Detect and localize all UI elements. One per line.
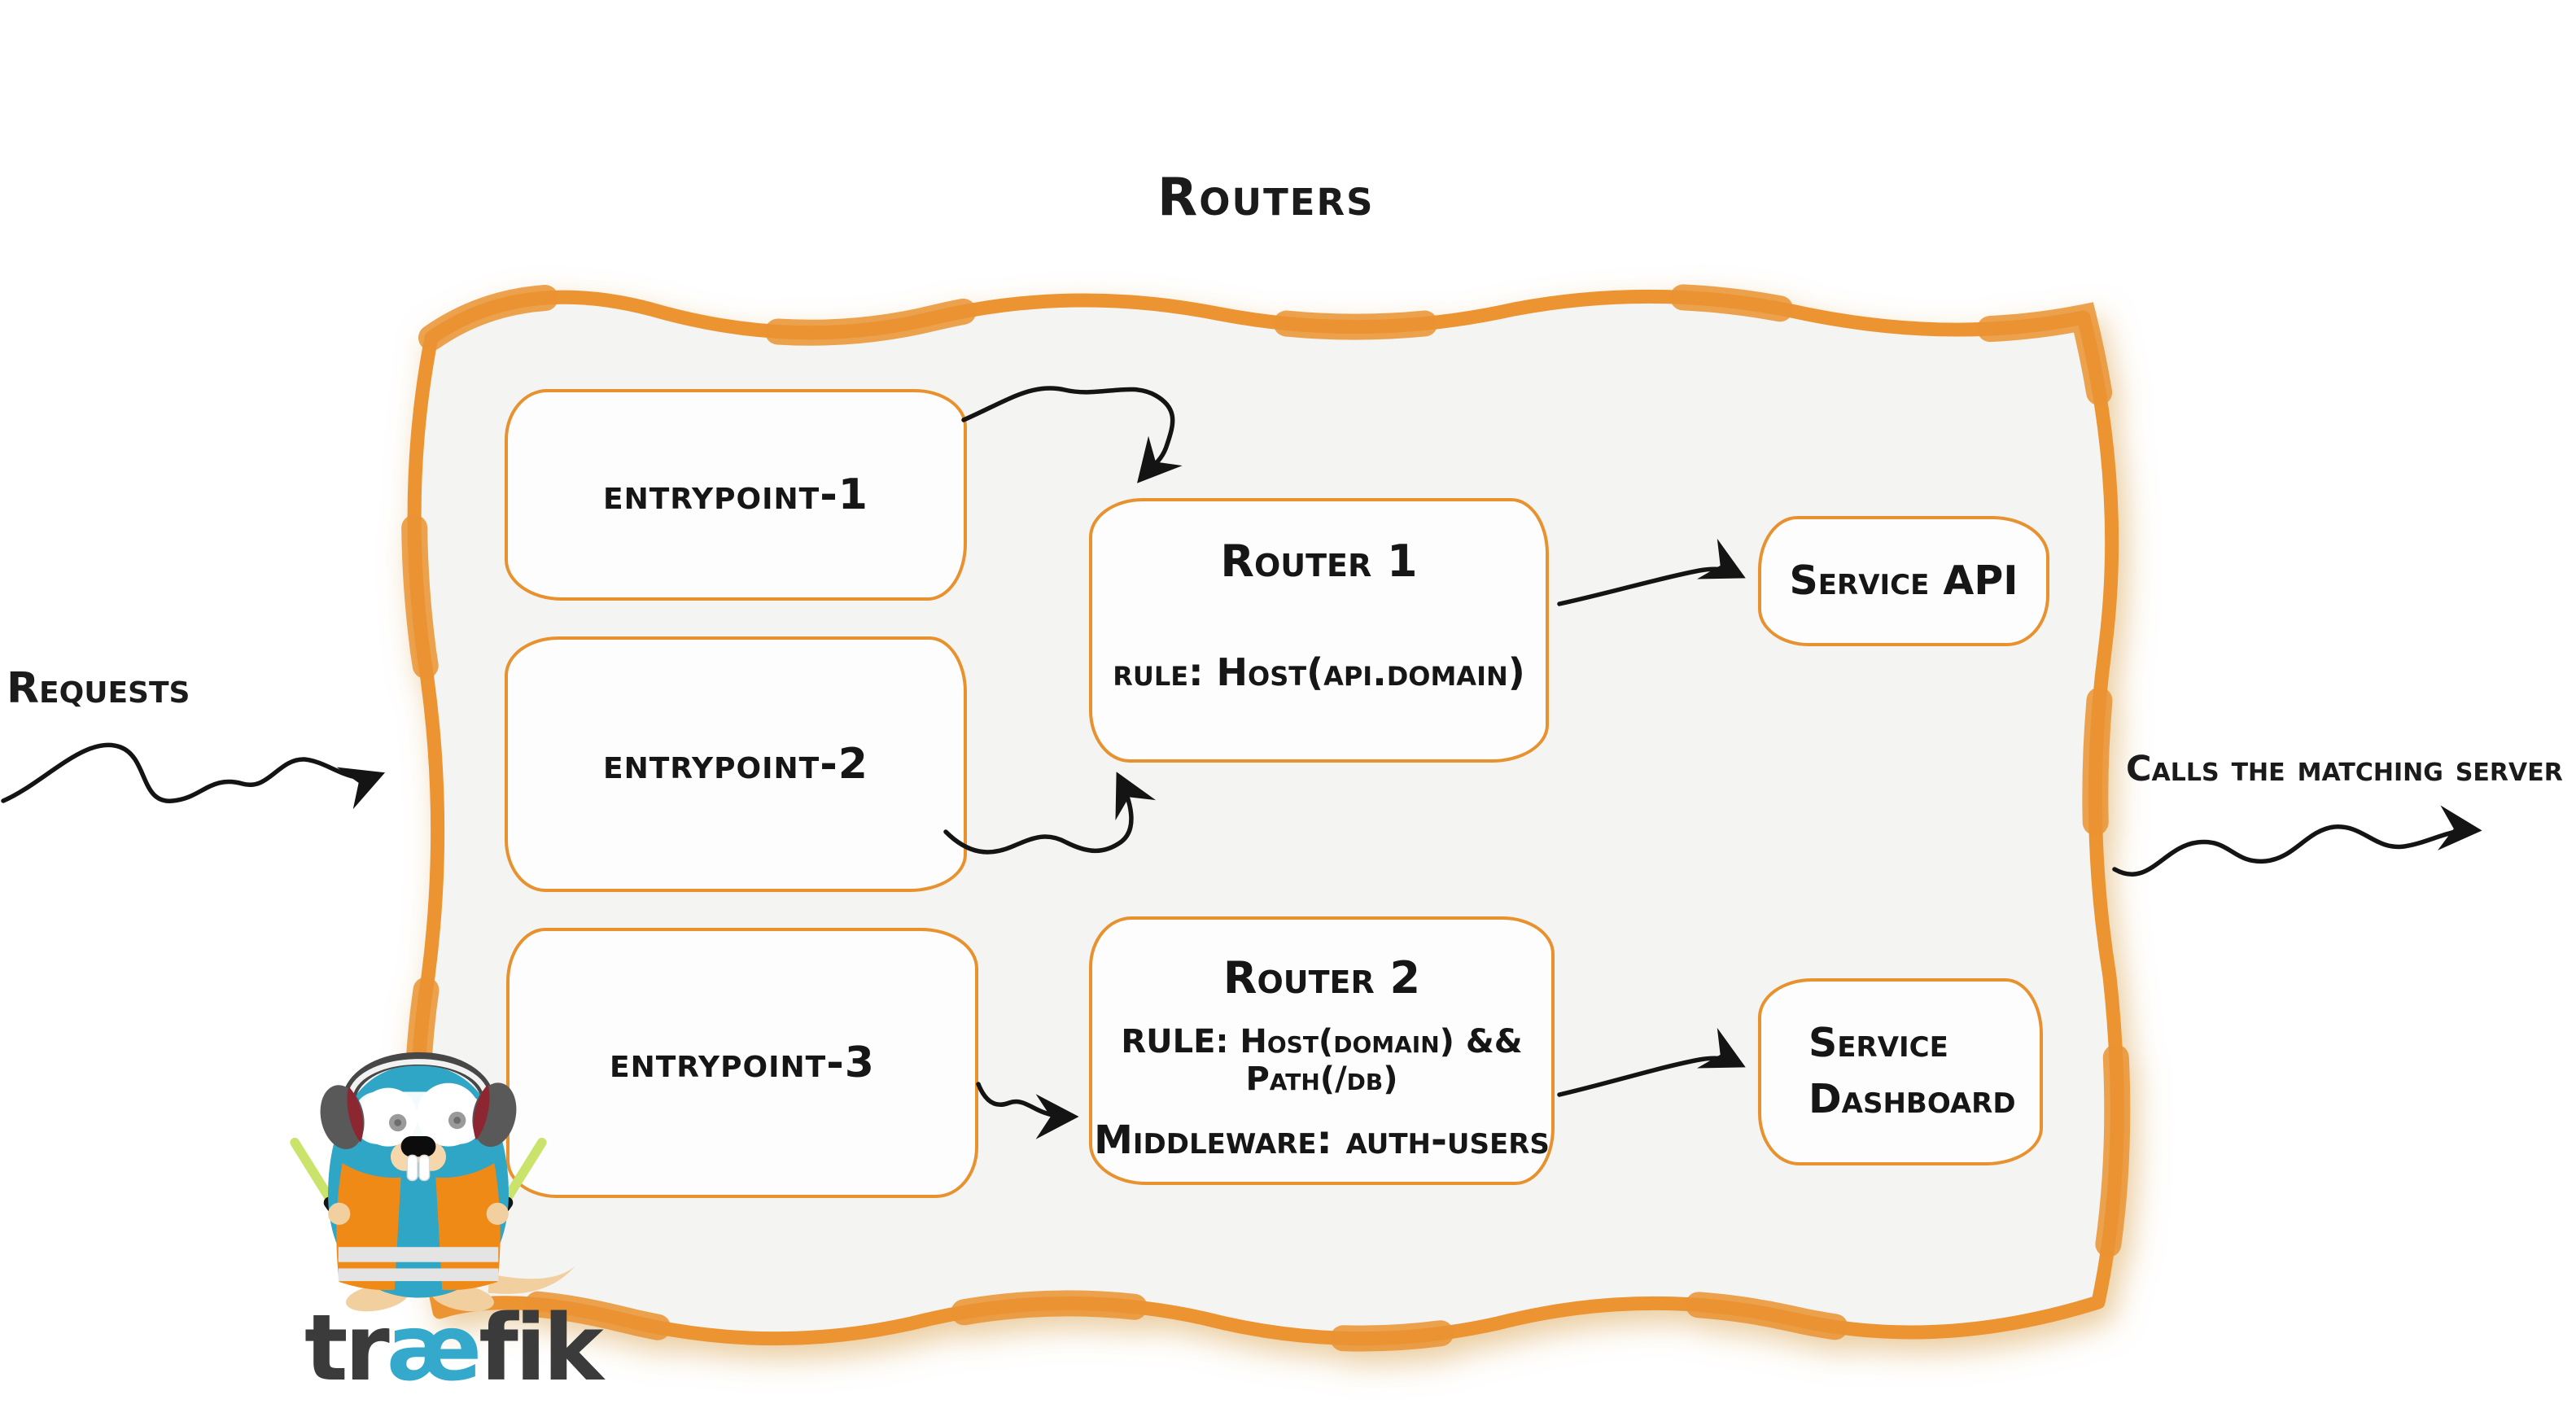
service-dashboard-box: Service Dashboard [1758, 978, 2043, 1165]
service-api-box: Service API [1758, 516, 2049, 646]
wordmark-pre: tr [304, 1296, 390, 1401]
traefik-wordmark: træfik [304, 1296, 604, 1401]
entrypoint-2-label: entrypoint-2 [603, 740, 868, 789]
wordmark-ae: æ [386, 1296, 482, 1401]
router-2-middleware: Middleware: auth-users [1094, 1117, 1550, 1163]
service-api-label: Service API [1789, 557, 2018, 604]
service-dashboard-label: Service Dashboard [1808, 1020, 2016, 1122]
traefik-gopher-mascot-icon [290, 1052, 575, 1312]
router-2-rule: RULE: Host(domain) && Path(/db) [1121, 1023, 1523, 1098]
router-1-box: Router 1 rule: Host(api.domain) [1089, 498, 1549, 763]
page-title: Routers [1157, 168, 1375, 228]
router-1-rule: rule: Host(api.domain) [1113, 650, 1525, 694]
router-1-name: Router 1 [1220, 536, 1418, 587]
requests-label: Requests [7, 664, 190, 713]
entrypoint-3-label: entrypoint-3 [610, 1039, 875, 1087]
calls-server-label: Calls the matching server [2126, 749, 2563, 789]
entrypoint-1-box: entrypoint-1 [505, 389, 967, 601]
entrypoint-3-box: entrypoint-3 [506, 928, 978, 1198]
router-2-box: Router 2 RULE: Host(domain) && Path(/db)… [1089, 916, 1555, 1185]
wordmark-post: fik [479, 1296, 604, 1401]
router-2-name: Router 2 [1222, 952, 1421, 1004]
entrypoint-2-box: entrypoint-2 [505, 636, 967, 892]
entrypoint-1-label: entrypoint-1 [603, 470, 868, 519]
gopher-body-group [290, 1052, 575, 1312]
